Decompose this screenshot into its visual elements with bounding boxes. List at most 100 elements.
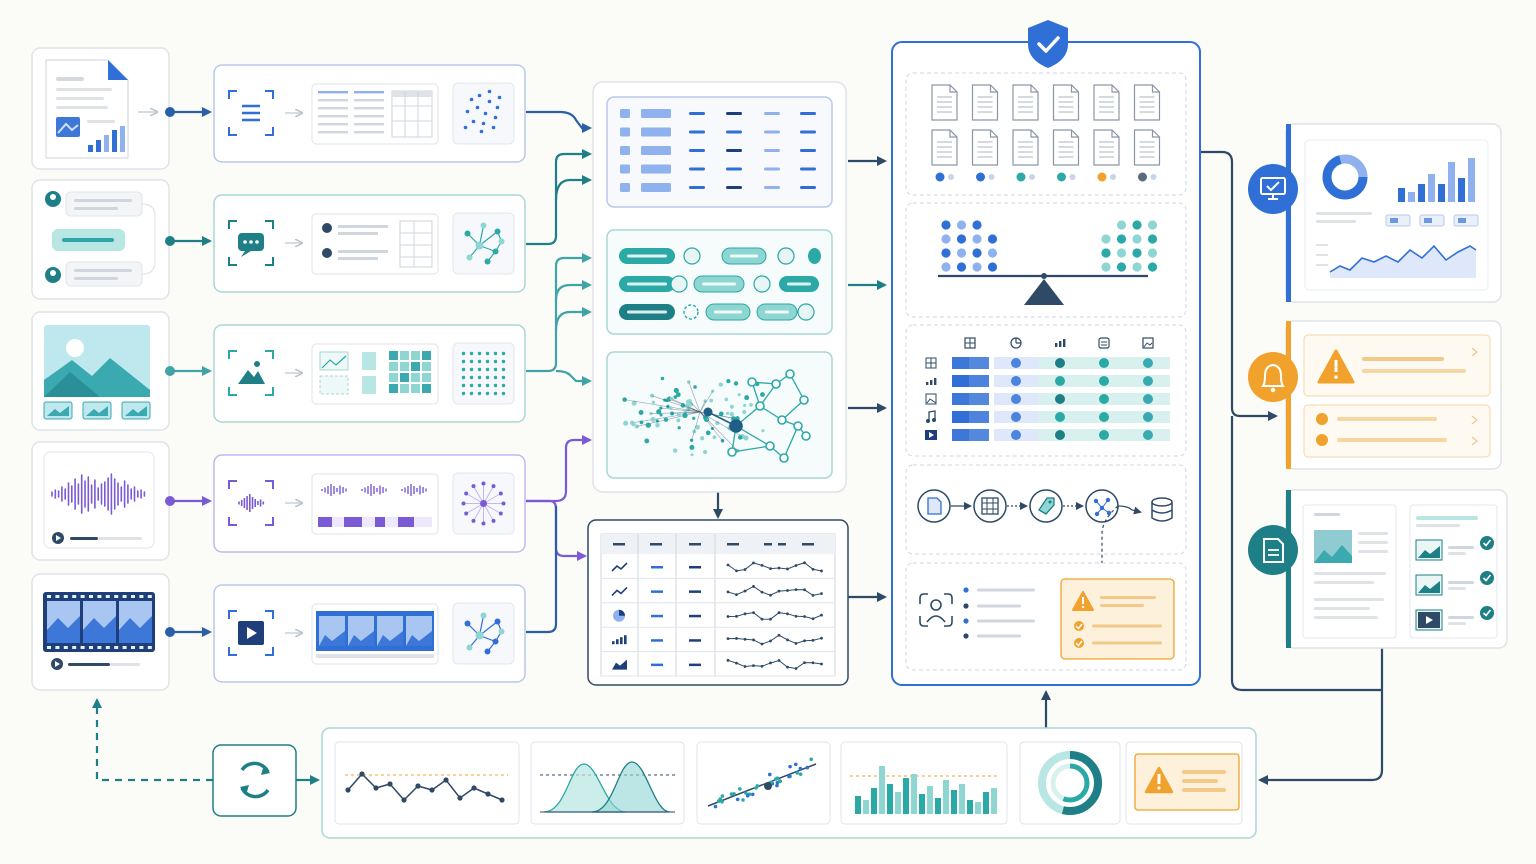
status-dot [1057,172,1066,182]
human-review [905,562,1187,671]
input-card-conversation[interactable] [31,179,175,300]
bar [1408,192,1415,202]
output-report-card[interactable] [1248,489,1508,649]
scatter-icon-panel [696,741,831,825]
report-row [1415,536,1494,561]
video-icon [925,430,937,440]
bar-icon [926,378,937,385]
stored-document-icon [931,129,958,166]
stored-document-icon [1012,129,1039,166]
status-dot [1097,172,1107,182]
coverage-dot [1099,358,1109,368]
extraction-preview [311,473,439,535]
report-row [1415,606,1494,631]
check-icon [1074,638,1084,648]
coverage-dot [1055,394,1065,404]
coverage-dot [1055,412,1065,422]
stored-document-icon [1052,84,1080,121]
coverage-dot [1099,430,1109,440]
entity-tag-block [606,229,833,335]
histogram-bar [983,792,989,814]
histogram-bar [967,800,973,814]
histogram-bar [991,788,997,814]
coverage-dot [1143,358,1153,368]
monitoring-strip [212,727,1257,839]
connectors [92,107,1384,785]
stored-document-icon [931,84,958,121]
document-icon [917,489,951,523]
output-alerts-card[interactable] [1248,320,1502,470]
input-card-video[interactable] [31,573,175,691]
processing-row [213,454,526,553]
check-icon [1074,621,1084,631]
modality-matrix [905,324,1187,457]
embedding-graph-block [606,351,833,479]
input-card-audio[interactable] [31,441,175,561]
check-badge-icon [1480,536,1494,550]
lineage-flow [905,464,1187,574]
coverage-dot [1143,376,1153,386]
trend-icon [611,586,628,596]
coverage-dot [1143,430,1153,440]
line-chart-icon-panel [334,741,520,825]
reviewer-icon [919,593,953,627]
input-card-document[interactable] [31,47,175,170]
histogram-bar [919,794,925,814]
waveform-icon [51,473,146,515]
embedding-preview [452,602,515,665]
histogram-bar [863,800,869,814]
text-scan-icon [228,90,274,136]
image-icon [925,393,937,405]
review-alert-panel [1060,578,1175,660]
output-dashboard-card[interactable] [1248,123,1502,303]
coverage-dot [1055,358,1065,368]
stored-document-icon [1012,84,1039,121]
chat-scan-icon [228,220,274,266]
processing-row [213,64,526,163]
retrain-cycle-button[interactable] [212,744,297,817]
input-card-image[interactable] [31,311,175,431]
histogram-bar [951,790,957,814]
database-icon [1151,497,1173,522]
embedding-preview [452,212,515,275]
area-icon [612,659,627,670]
extraction-preview [311,343,439,405]
bar [1458,178,1465,202]
extracted-table-block [606,96,833,208]
balance-fulcrum-icon [1024,279,1064,305]
stored-document-icon [1052,129,1080,166]
bar [1448,162,1455,202]
coverage-dot [1099,394,1109,404]
entity-tag [808,248,821,264]
histogram-bar [871,788,877,814]
embedding-preview [452,472,515,535]
document-store [905,72,1187,196]
histogram-bar [975,802,981,814]
report-row [1415,571,1494,596]
histogram-bar [879,766,885,814]
extraction-preview [311,213,439,275]
check-badge-icon [1480,571,1494,585]
status-dot [976,172,985,182]
structured-column [587,81,849,686]
coverage-dot [1011,394,1021,404]
donut-icon-panel [1019,741,1121,825]
stored-document-icon [1133,129,1161,166]
audio-scan-icon [228,480,274,526]
regression-line [707,763,817,807]
histogram-bar [855,796,861,814]
coverage-dot [1099,376,1109,386]
histogram-bar [887,784,893,814]
coverage-dot [1011,358,1021,368]
music-icon [926,410,936,423]
image-scan-icon [228,350,274,396]
coverage-dot [1143,412,1153,422]
status-dot [1138,172,1147,182]
tag-icon [1029,489,1063,523]
embedding-preview [452,342,515,405]
histogram-bar [927,786,933,814]
bar [1438,184,1445,202]
status-dot [935,172,945,182]
document-fold-icon [108,60,128,80]
embedding-preview [452,82,515,145]
